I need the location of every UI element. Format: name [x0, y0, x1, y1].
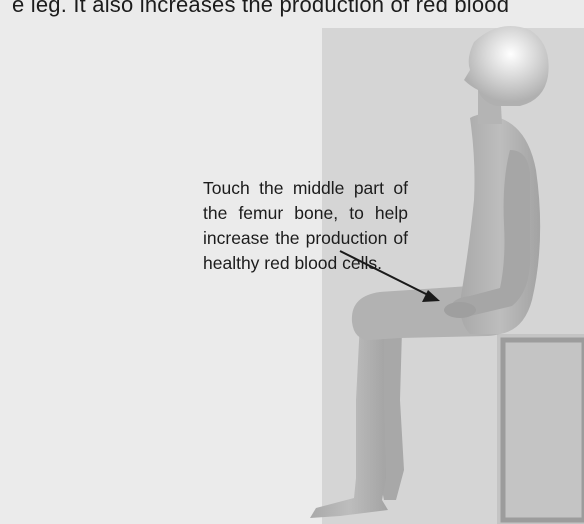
box-seat-icon: [497, 334, 584, 524]
instruction-caption: Touch the middle part of the femur bone,…: [203, 176, 408, 276]
